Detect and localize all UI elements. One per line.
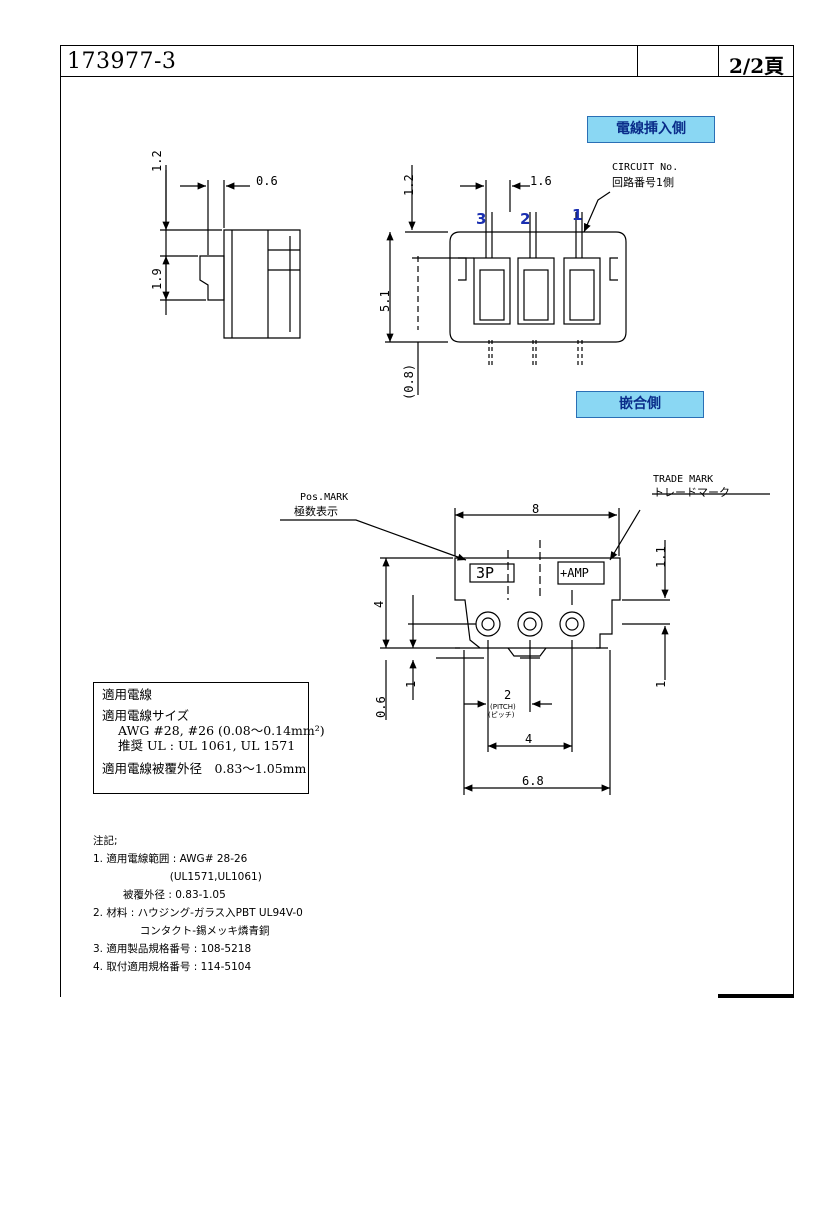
wire-ul: 推奨 UL : UL 1061, UL 1571 <box>118 738 296 753</box>
circuit-number-3: 3 <box>476 210 487 228</box>
page-number: 2/2頁 <box>729 54 785 78</box>
bottom-bar <box>718 994 794 998</box>
trade-mark-jp: トレードマーク <box>653 486 730 499</box>
side-view <box>160 165 301 339</box>
pos-mark-en: Pos.MARK <box>300 492 349 503</box>
dim-front-4-left: 4 <box>372 600 386 608</box>
wire-insertion-side-label: 電線挿入側 <box>587 116 715 143</box>
dim-front-8: 8 <box>532 502 540 516</box>
part-number: 173977-3 <box>67 49 177 74</box>
trade-mark-en: TRADE MARK <box>653 474 714 485</box>
note-line: 4. 取付適用規格番号 : 114-5104 <box>93 961 252 973</box>
dim-side-1-2: 1.2 <box>150 150 164 172</box>
top-view <box>385 165 627 395</box>
title-block: 173977-3 2/2頁 <box>60 45 794 78</box>
note-line: 被覆外径 : 0.83-1.05 <box>93 889 226 901</box>
title-block-blank-cell <box>637 46 719 76</box>
dim-top-0-8: (0.8) <box>402 363 416 400</box>
note-line: 1. 適用電線範囲 : AWG# 28-26 <box>93 853 248 865</box>
notes-heading: 注記; <box>93 835 118 847</box>
dim-top-5-1: 5.1 <box>378 290 392 312</box>
pos-mark-jp: 極数表示 <box>294 505 338 518</box>
circuit-number-1: 1 <box>572 206 583 224</box>
note-line: (UL1571,UL1061) <box>93 871 262 883</box>
dim-top-1-6: 1.6 <box>530 174 552 188</box>
dim-front-2: 2 <box>504 688 512 702</box>
dim-front-1-1: 1.1 <box>654 546 668 568</box>
marking-3p: 3P <box>476 564 495 582</box>
dim-front-1-left: 1 <box>404 680 418 688</box>
pitch-label: (PITCH) <box>490 703 516 711</box>
pitch-label-jp: (ピッチ) <box>488 711 515 719</box>
dim-side-1-9: 1.9 <box>150 268 164 290</box>
note-line: 2. 材料 : ハウジング-ガラス入PBT UL94V-0 <box>93 907 303 919</box>
applicable-wire-box: 適用電線 適用電線サイズ AWG #28, #26 (0.08～0.14mm²)… <box>93 682 325 794</box>
dim-front-6-8: 6.8 <box>522 774 544 788</box>
circuit-no-jp: 回路番号1側 <box>612 176 674 189</box>
wire-box-title: 適用電線 <box>102 687 153 702</box>
dim-front-1-right: 1 <box>654 680 668 688</box>
dim-front-0-6: 0.6 <box>374 696 388 718</box>
notes: 注記; 1. 適用電線範囲 : AWG# 28-26 (UL1571,UL106… <box>93 832 303 976</box>
wire-size-label: 適用電線サイズ <box>102 708 190 723</box>
note-line: 3. 適用製品規格番号 : 108-5218 <box>93 943 252 955</box>
marking-amp: +AMP <box>560 566 589 580</box>
dim-top-1-2: 1.2 <box>402 174 416 196</box>
front-view <box>280 493 770 795</box>
wire-awg: AWG #28, #26 (0.08～0.14mm²) <box>118 723 325 738</box>
dim-side-0-6: 0.6 <box>256 174 278 188</box>
mating-side-label: 嵌合側 <box>576 391 704 418</box>
note-line: コンタクト-錫メッキ燐青銅 <box>93 925 270 937</box>
dim-front-4-bottom: 4 <box>525 732 533 746</box>
circuit-number-2: 2 <box>520 210 531 228</box>
circuit-no-en: CIRCUIT No. <box>612 162 679 173</box>
wire-outer-dia: 適用電線被覆外径 0.83～1.05mm <box>102 761 307 776</box>
